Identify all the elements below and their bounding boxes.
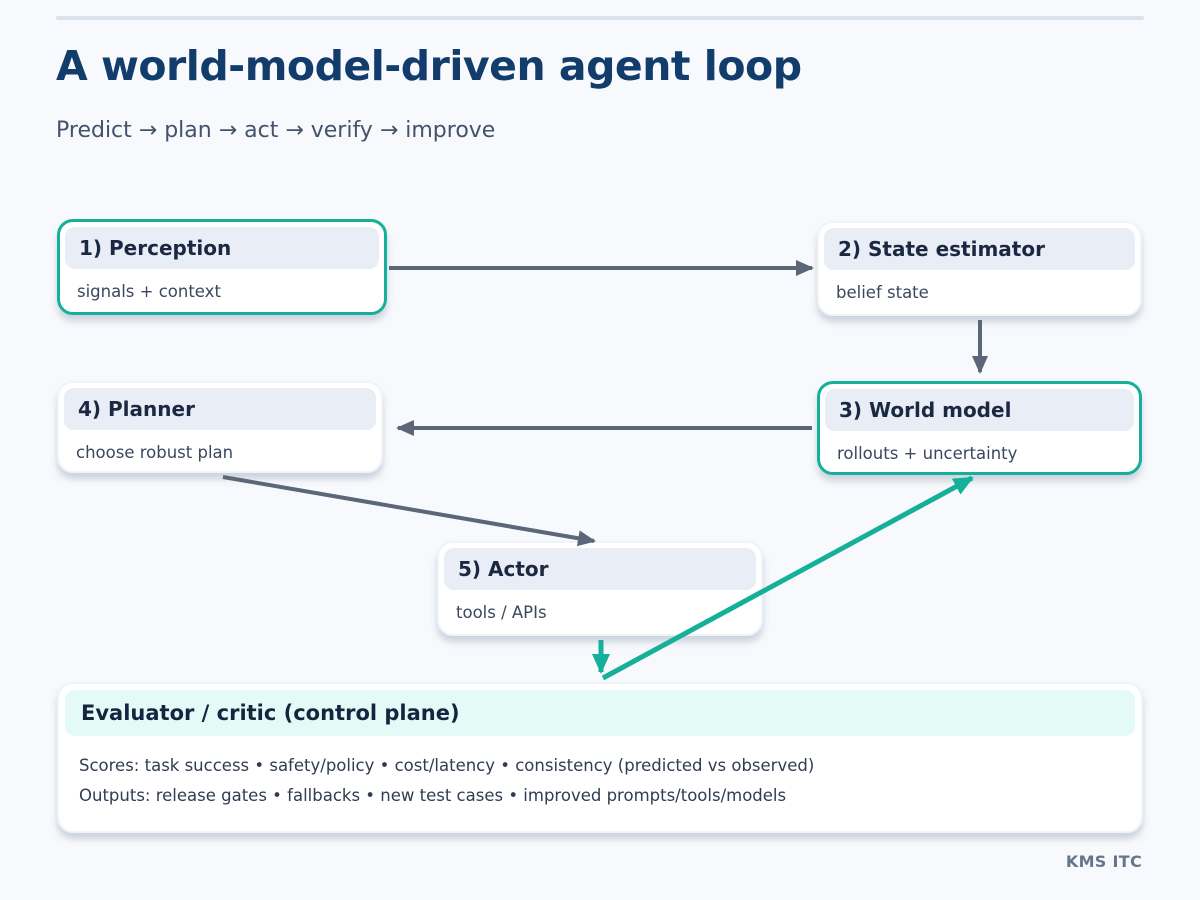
box-planner-title: 4) Planner	[64, 388, 376, 430]
footer-brand: KMS ITC	[1065, 852, 1142, 871]
evaluator-scores-line: Scores: task success • safety/policy • c…	[79, 756, 815, 775]
box-perception-body: signals + context	[77, 282, 221, 301]
box-actor-body: tools / APIs	[456, 603, 547, 622]
box-state-estimator-title: 2) State estimator	[824, 228, 1135, 270]
box-state-estimator-body: belief state	[836, 283, 929, 302]
box-world-model: 3) World model rollouts + uncertainty	[817, 381, 1142, 475]
arrow-planner-to-actor	[222, 475, 596, 547]
box-perception: 1) Perception signals + context	[57, 219, 387, 315]
page-subtitle: Predict → plan → act → verify → improve	[56, 118, 496, 143]
box-actor: 5) Actor tools / APIs	[437, 541, 763, 636]
box-perception-title: 1) Perception	[65, 227, 379, 269]
box-state-estimator: 2) State estimator belief state	[817, 221, 1142, 316]
top-divider	[56, 16, 1144, 20]
evaluator-body: Scores: task success • safety/policy • c…	[59, 742, 1141, 820]
page-title: A world-model-driven agent loop	[56, 42, 802, 90]
box-world-model-body: rollouts + uncertainty	[837, 444, 1018, 463]
evaluator-outputs-line: Outputs: release gates • fallbacks • new…	[79, 786, 787, 805]
box-actor-title: 5) Actor	[444, 548, 756, 590]
box-planner: 4) Planner choose robust plan	[57, 381, 383, 473]
box-planner-body: choose robust plan	[76, 443, 234, 462]
evaluator-panel: Evaluator / critic (control plane) Score…	[57, 682, 1143, 833]
box-world-model-title: 3) World model	[825, 389, 1134, 431]
evaluator-title: Evaluator / critic (control plane)	[65, 690, 1135, 736]
